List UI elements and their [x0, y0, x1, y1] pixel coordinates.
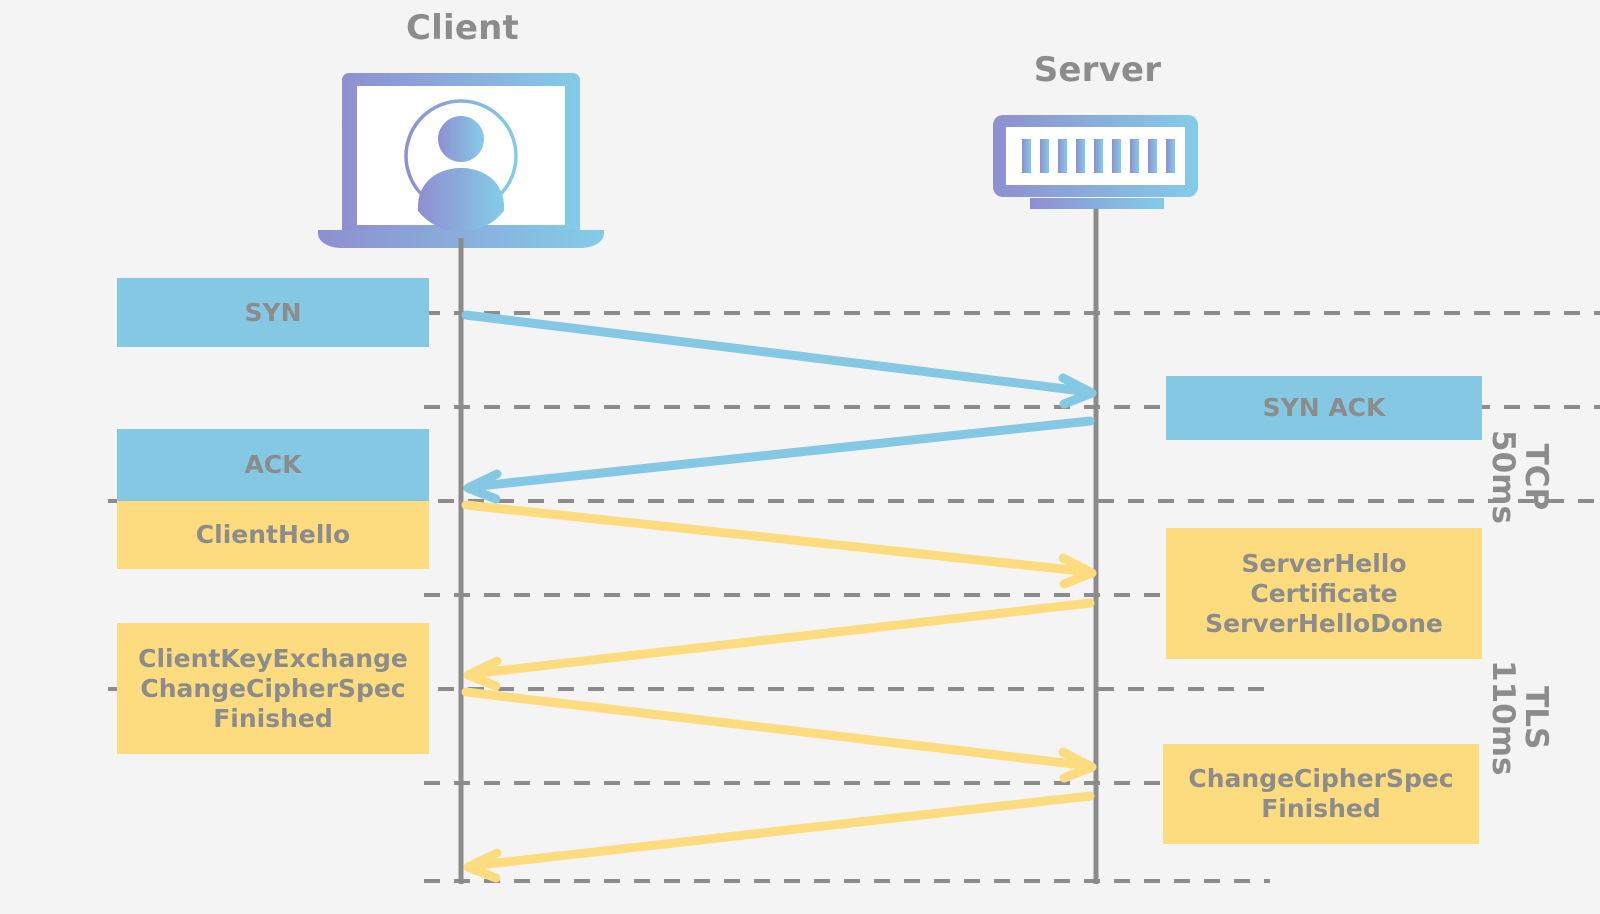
message-box-syn[interactable]: SYN [117, 278, 429, 347]
message-box-server-change-cipher-spec[interactable]: ChangeCipherSpec Finished [1163, 744, 1479, 844]
phase-label-tls: TLS 110ms [1485, 660, 1554, 776]
laptop-user-icon [318, 73, 604, 248]
message-line: SYN [244, 297, 302, 327]
message-box-ack[interactable]: ACK [117, 429, 429, 501]
server-rack-icon [993, 115, 1198, 209]
message-line: ClientKeyExchange [138, 643, 408, 673]
message-box-syn-ack[interactable]: SYN ACK [1166, 376, 1482, 440]
message-box-client-hello[interactable]: ClientHello [117, 501, 429, 569]
arrow-server-hello [463, 598, 1095, 691]
message-line: SYN ACK [1262, 393, 1386, 422]
arrow-syn-ack [463, 416, 1095, 504]
arrow-client-hello [461, 500, 1097, 589]
arrow-server-change-cipher-spec [463, 791, 1095, 883]
message-line: Certificate [1250, 578, 1398, 608]
message-line: ACK [244, 450, 302, 479]
phase-label-tcp: TCP 50ms [1485, 430, 1554, 524]
server-title: Server [1033, 50, 1162, 90]
phase-duration: 50ms [1485, 430, 1521, 524]
message-line: Finished [213, 703, 333, 733]
message-line: ServerHelloDone [1205, 608, 1443, 638]
client-title: Client [406, 8, 519, 48]
arrow-syn [461, 310, 1097, 409]
message-line: ServerHello [1241, 548, 1407, 578]
phase-name: TCP [1518, 443, 1554, 511]
phase-name: TLS [1518, 686, 1554, 750]
message-box-server-hello[interactable]: ServerHello Certificate ServerHelloDone [1166, 528, 1482, 659]
message-line: ChangeCipherSpec [1188, 764, 1454, 793]
message-line: ChangeCipherSpec [140, 673, 406, 703]
message-line: Finished [1261, 794, 1381, 823]
message-line: ClientHello [195, 520, 351, 549]
message-box-client-key-exchange[interactable]: ClientKeyExchange ChangeCipherSpec Finis… [117, 623, 429, 754]
arrow-client-key-exchange [461, 687, 1097, 783]
phase-duration: 110ms [1485, 660, 1521, 776]
